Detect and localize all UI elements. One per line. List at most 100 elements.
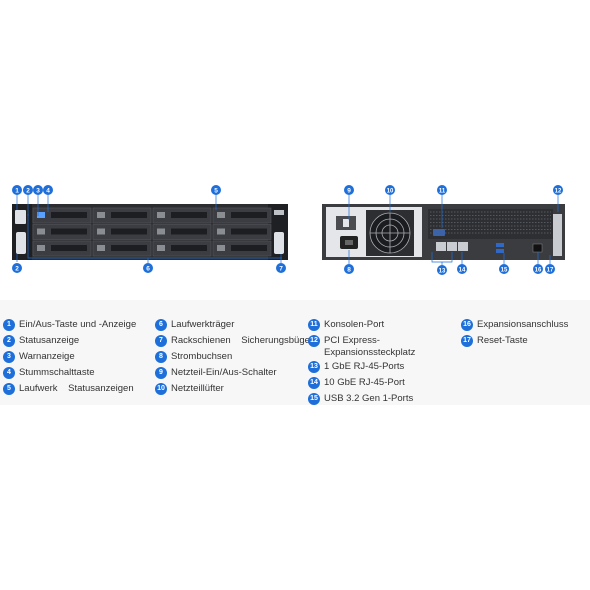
left-handle <box>16 232 26 254</box>
legend-label: Netzteil-Ein/Aus-Schalter <box>171 367 277 378</box>
svg-text:10: 10 <box>387 189 394 195</box>
legend-badge: 17 <box>461 335 473 347</box>
svg-text:5: 5 <box>214 188 218 195</box>
drive-bays <box>32 207 272 257</box>
legend-label: Reset-Taste <box>477 335 528 346</box>
legend-label: Rackschienen Sicherungsbügel <box>171 335 313 346</box>
legend-item-11: 11 Konsolen-Port <box>308 319 384 331</box>
legend-label: Laufwerk Statusanzeigen <box>19 383 134 394</box>
legend-badge: 8 <box>155 351 167 363</box>
gbe-port-2 <box>447 242 457 251</box>
legend-badge: 11 <box>308 319 320 331</box>
drive-status-indicator <box>157 228 165 235</box>
right-handle <box>274 232 284 254</box>
drive-tray-latch <box>171 212 207 218</box>
drive-tray-latch <box>231 212 267 218</box>
svg-text:7: 7 <box>279 266 283 273</box>
svg-text:6: 6 <box>146 266 150 273</box>
legend-label: Konsolen-Port <box>324 319 385 330</box>
legend-item-3: 3 Warnanzeige <box>3 351 75 363</box>
svg-text:1: 1 <box>15 188 19 195</box>
svg-text:9: 9 <box>347 188 351 195</box>
callout-7: 7 <box>276 263 286 273</box>
model-badge <box>274 210 284 215</box>
legend-label: Stummschalttaste <box>19 367 95 378</box>
svg-text:16: 16 <box>535 268 542 274</box>
legend-item-6: 6 Laufwerkträger <box>155 319 234 331</box>
drive-status-indicator <box>37 228 45 235</box>
callout-9: 9 <box>344 185 354 195</box>
legend-label: PCI Express- Expansionssteckplatz <box>324 335 416 358</box>
legend-badge: 3 <box>3 351 15 363</box>
svg-text:11: 11 <box>439 189 446 195</box>
callout-13: 13 <box>437 265 447 275</box>
drive-status-indicator <box>217 212 225 218</box>
legend-badge: 10 <box>155 383 167 395</box>
drive-tray-latch <box>51 245 87 251</box>
legend-label: USB 3.2 Gen 1-Ports <box>324 393 414 404</box>
callout-16: 16 <box>533 264 543 274</box>
svg-text:12: 12 <box>555 189 562 195</box>
svg-text:13: 13 <box>439 269 446 275</box>
legend-badge: 14 <box>308 377 320 389</box>
drive-status-indicator <box>217 245 225 251</box>
drive-tray-latch <box>51 228 87 235</box>
drive-status-indicator <box>37 245 45 251</box>
drive-status-indicator <box>217 228 225 235</box>
drive-status-indicator <box>37 212 45 218</box>
legend-item-15: 15 USB 3.2 Gen 1-Ports <box>308 393 413 405</box>
legend-label: Statusanzeige <box>19 335 80 346</box>
rear-view <box>322 204 565 260</box>
svg-text:2: 2 <box>26 188 30 195</box>
legend-badge: 16 <box>461 319 473 331</box>
callout-8: 8 <box>344 264 354 274</box>
legend-item-17: 17 Reset-Taste <box>461 335 528 347</box>
callout-3: 3 <box>33 185 43 195</box>
legend-badge: 9 <box>155 367 167 379</box>
callout-15: 15 <box>499 264 509 274</box>
svg-text:17: 17 <box>547 268 554 274</box>
svg-text:3: 3 <box>36 188 40 195</box>
legend-label: Warnanzeige <box>19 351 75 362</box>
callout-4: 4 <box>43 185 53 195</box>
callout-12: 12 <box>553 185 563 195</box>
drive-status-indicator <box>97 212 105 218</box>
legend-label: 1 GbE RJ-45-Ports <box>324 361 405 372</box>
legend-badge: 15 <box>308 393 320 405</box>
legend-item-4: 4 Stummschalttaste <box>3 367 95 379</box>
drive-tray-latch <box>171 245 207 251</box>
psu-switch-rocker <box>343 219 349 227</box>
drive-status-indicator <box>157 245 165 251</box>
vent-grille <box>428 209 553 239</box>
power-button <box>15 210 26 224</box>
callout-lines <box>16 195 559 266</box>
legend-badge: 6 <box>155 319 167 331</box>
front-view <box>12 204 288 260</box>
legend-label: 10 GbE RJ-45-Port <box>324 377 405 388</box>
legend-item-9: 9 Netzteil-Ein/Aus-Schalter <box>155 367 277 379</box>
drive-status-indicator <box>157 212 165 218</box>
expansion-port <box>532 243 543 253</box>
legend-badge: 4 <box>3 367 15 379</box>
svg-text:8: 8 <box>347 267 351 274</box>
callout-1: 1 <box>12 185 22 195</box>
callout-14: 14 <box>457 264 467 274</box>
legend-label: Expansionsanschluss <box>477 319 569 330</box>
pcie-slot-bracket <box>553 214 562 256</box>
svg-text:15: 15 <box>501 268 508 274</box>
drive-tray-latch <box>51 212 87 218</box>
legend-badge: 7 <box>155 335 167 347</box>
legend-label: Laufwerkträger <box>171 319 235 330</box>
drive-tray-latch <box>111 245 147 251</box>
drive-tray-latch <box>111 228 147 235</box>
ten-gbe-port <box>458 242 468 251</box>
callout-2-bottom: 2 <box>12 263 22 273</box>
legend-item-14: 14 10 GbE RJ-45-Port <box>308 377 405 389</box>
legend-badge: 12 <box>308 335 320 347</box>
